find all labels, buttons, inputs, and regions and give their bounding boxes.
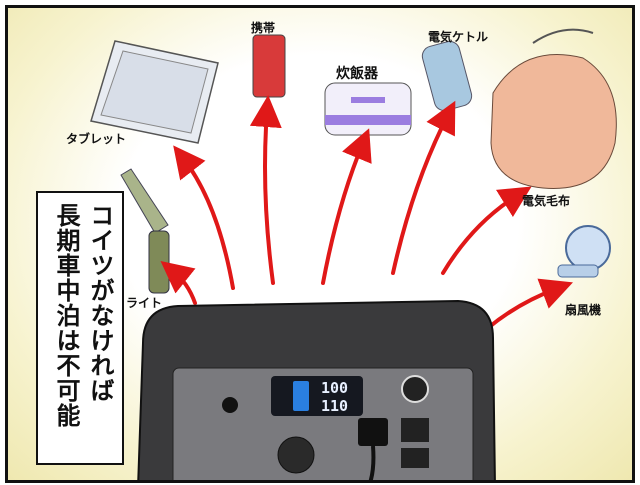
ac-outlet-icon [401,418,429,442]
arrows [160,95,573,330]
rice-cooker-illustration [324,82,412,136]
car-outlet-icon [277,436,315,474]
label-phone: 携帯 [251,21,276,35]
display-bottom-value: 110 [321,397,349,415]
label-electric-blanket: 電気毛布 [522,194,571,208]
label-tablet: タブレット [66,132,127,146]
label-fan: 扇風機 [565,303,602,317]
light-illustration [120,168,170,294]
arrow-to-fan [486,278,573,330]
light-knob-icon [401,375,429,403]
arrow-to-light [160,261,197,305]
comic-panel: 100 110 タブレット 携帯 炊飯器 電気ケトル 電気毛布 扇風機 ライト … [5,5,635,483]
label-kettle: 電気ケトル [428,30,489,44]
input-port-icon [222,397,238,413]
arrow-to-phone [249,95,282,285]
fan-illustration [557,225,611,278]
display-top-value: 100 [321,379,349,397]
phone-illustration [252,34,286,98]
ac-plug-icon [358,418,388,446]
caption-line-1: コイツがなければ [86,203,114,403]
ac-outlet-icon [401,448,429,468]
caption-line-2: 長期車中泊は不可能 [52,203,80,428]
battery-level-icon [293,381,309,411]
arrow-to-blanket [441,186,532,275]
kettle-illustration [421,40,473,112]
label-light: ライト [126,296,163,310]
caption-box: コイツがなければ 長期車中泊は不可能 [36,191,124,465]
arrow-to-tablet [173,145,235,290]
power-station [137,299,496,480]
tablet-illustration [90,40,219,144]
label-rice-cooker: 炊飯器 [336,66,378,82]
arrow-to-kettle [391,100,456,275]
arrow-to-rice-cooker [321,128,372,285]
electric-blanket-illustration [490,28,617,189]
illustration [90,28,617,480]
